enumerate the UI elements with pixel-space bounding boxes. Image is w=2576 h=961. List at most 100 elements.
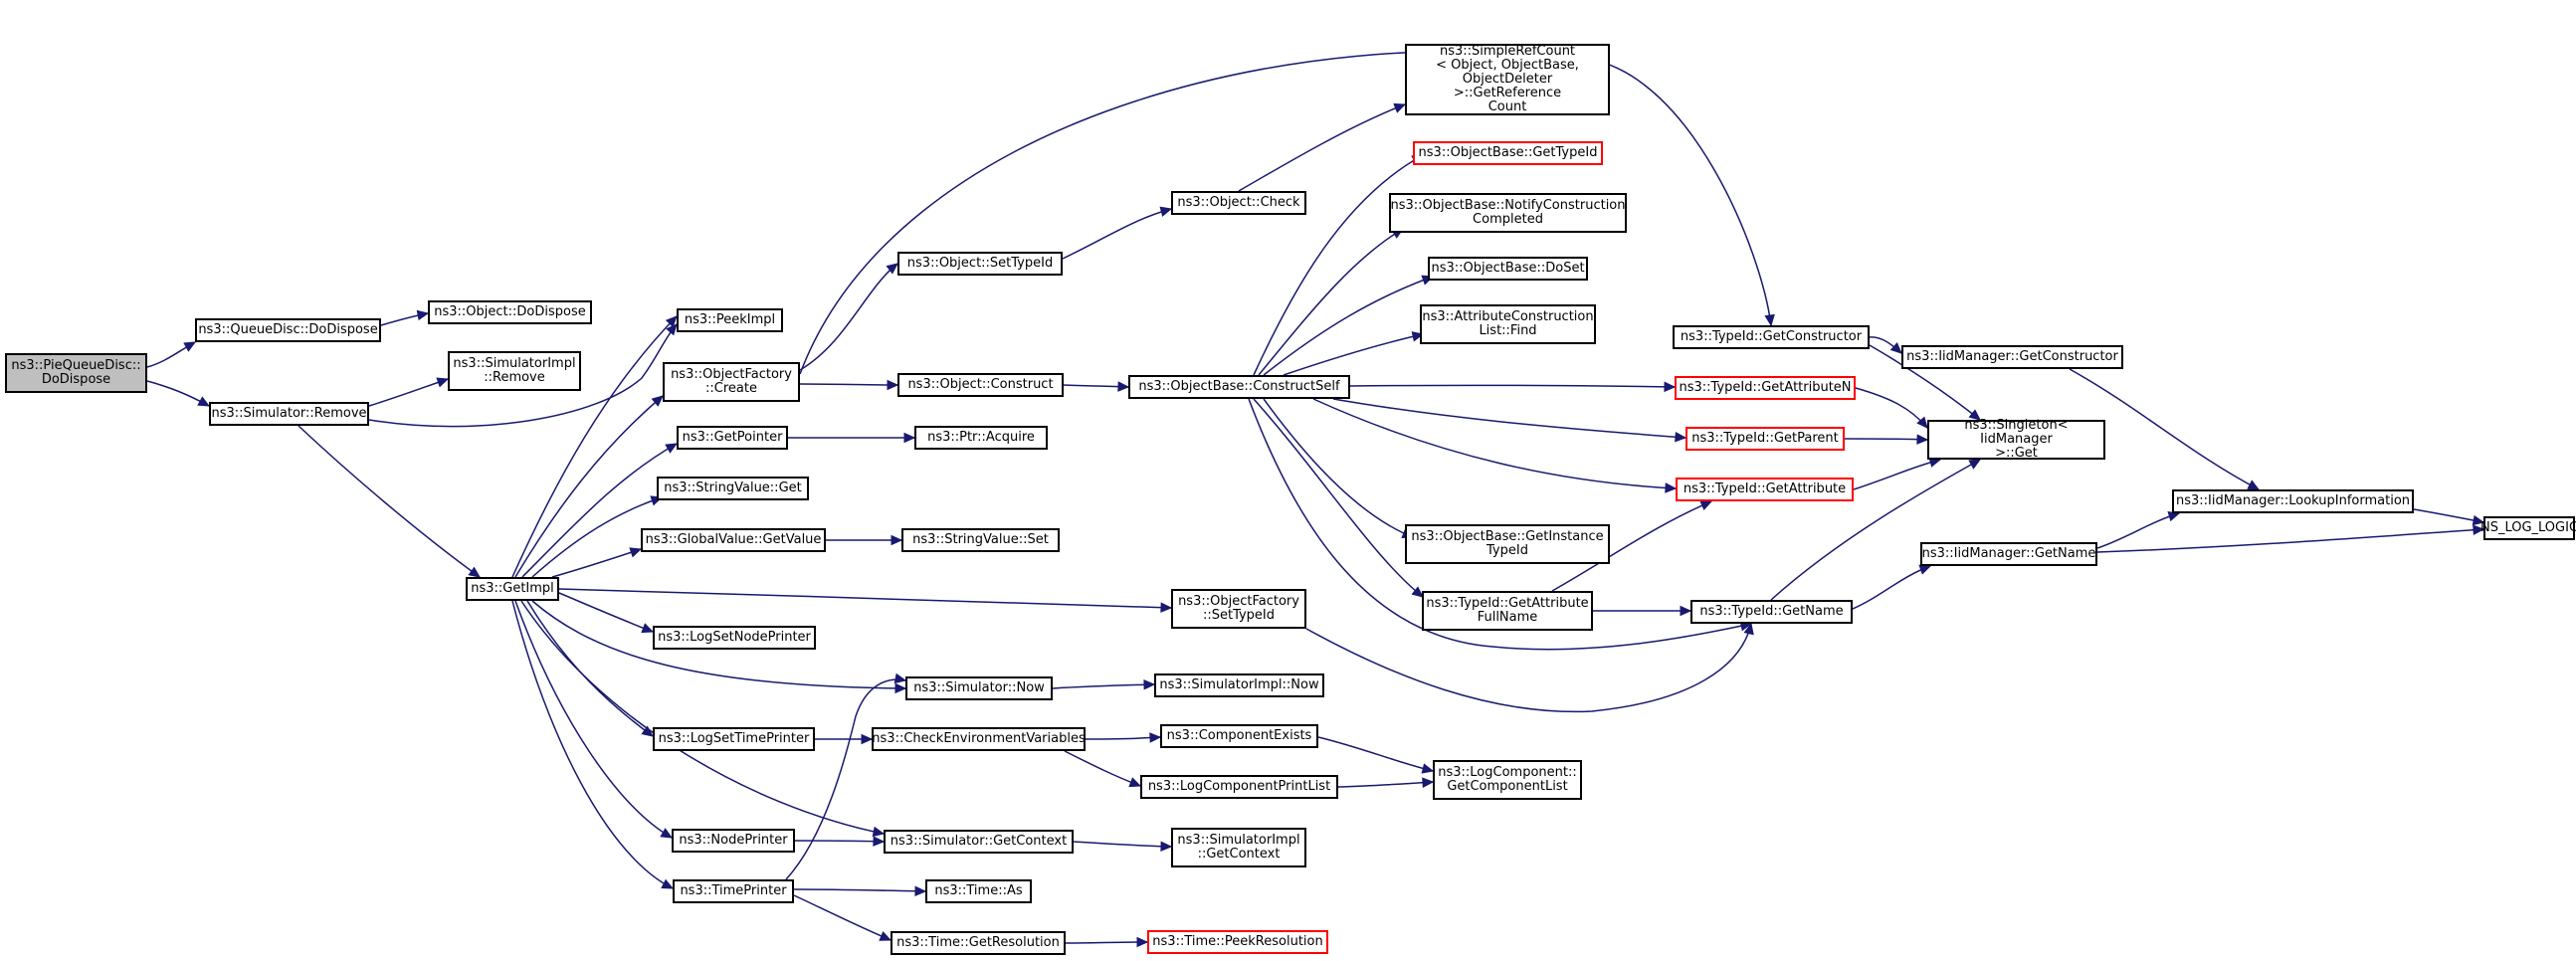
node-stringvalue-get[interactable]: ns3::StringValue::Get [657,477,809,500]
node-ptr-acquire[interactable]: ns3::Ptr::Acquire [914,426,1048,450]
node-time-as[interactable]: ns3::Time::As [925,879,1032,903]
node-object-check[interactable]: ns3::Object::Check [1171,191,1306,215]
node-objectfactory-create[interactable]: ns3::ObjectFactory ::Create [663,362,800,402]
call-edge-e13 [531,600,906,689]
node-queuedisc-dodispose[interactable]: ns3::QueueDisc::DoDispose [195,318,381,342]
call-edge-e9 [521,443,678,578]
node-object-settypeid[interactable]: ns3::Object::SetTypeId [897,252,1063,276]
node-checkenvironmentvariables[interactable]: ns3::CheckEnvironmentVariables [872,727,1086,751]
call-edge-e24 [1062,208,1172,260]
node-getpointer[interactable]: ns3::GetPointer [677,426,788,450]
node-logcomponentprintlist[interactable]: ns3::LogComponentPrintList [1140,775,1338,799]
node-object-dodispose[interactable]: ns3::Object::DoDispose [428,300,592,324]
arrowhead-e38 [1699,500,1713,511]
node-simplerefcount-getreferencecount[interactable]: ns3::SimpleRefCount < Object, ObjectBase… [1405,44,1610,115]
node-typeid-getparent[interactable]: ns3::TypeId::GetParent [1685,427,1845,451]
node-nodeprinter[interactable]: ns3::NodePrinter [672,829,795,853]
call-edge-e55 [1844,438,1928,441]
call-edge-e62 [2413,508,2484,523]
call-edge-e16 [514,600,673,839]
call-edge-e42 [1064,750,1141,787]
call-edge-e56 [1853,459,1941,490]
call-edge-e18 [558,588,1172,609]
arrowhead-e12 [641,623,655,634]
node-typeid-getattribute[interactable]: ns3::TypeId::GetAttribute [1676,478,1854,501]
call-edge-e20 [799,383,898,386]
call-edge-e60 [2096,512,2180,549]
node-componentexists[interactable]: ns3::ComponentExists [1160,724,1318,748]
call-edge-e53 [1869,344,1981,421]
arrowhead-e7 [665,315,678,328]
node-objectbase-doset[interactable]: ns3::ObjectBase::DoSet [1428,257,1588,281]
arrowhead-e39 [1743,622,1754,636]
node-typeid-getname[interactable]: ns3::TypeId::GetName [1690,600,1853,624]
arrowhead-e25 [1393,102,1407,113]
call-edge-e33 [1312,398,1677,489]
node-logsetnodeprinter[interactable]: ns3::LogSetNodePrinter [653,626,816,650]
call-edge-e59 [2069,368,2260,490]
arrowhead-e17 [661,878,675,889]
node-globalvalue-getvalue[interactable]: ns3::GlobalValue::GetValue [641,528,826,552]
node-getimpl[interactable]: ns3::GetImpl [466,577,559,601]
call-edge-e12 [558,592,654,633]
arrowhead-e46 [1160,841,1173,852]
node-simulator-getcontext[interactable]: ns3::Simulator::GetContext [884,830,1074,854]
node-simulatorimpl-now[interactable]: ns3::SimulatorImpl::Now [1154,673,1324,697]
node-typeid-getattributen[interactable]: ns3::TypeId::GetAttributeN [1675,376,1856,400]
node-time-peekresolution[interactable]: ns3::Time::PeekResolution [1147,930,1328,954]
node-iidmanager-getname[interactable]: ns3::IidManager::GetName [1920,542,2097,566]
node-objectbase-notifyconstructioncompleted[interactable]: ns3::ObjectBase::NotifyConstruction Comp… [1389,193,1627,233]
arrowhead-e4 [436,377,450,388]
arrowhead-e62 [2472,514,2485,526]
call-edge-e40 [1052,683,1155,689]
arrowhead-e31 [1664,381,1677,393]
node-objectbase-getinstancetypeid[interactable]: ns3::ObjectBase::GetInstance TypeId [1405,524,1610,564]
arrowhead-e24 [1159,206,1173,217]
node-attributeconstructionlist-find[interactable]: ns3::AttributeConstruction List::Find [1420,304,1596,344]
node-timeprinter[interactable]: ns3::TimePrinter [673,879,794,903]
node-simulatorimpl-getcontext[interactable]: ns3::SimulatorImpl ::GetContext [1171,828,1306,867]
node-simulator-now[interactable]: ns3::Simulator::Now [905,676,1053,700]
node-iidmanager-getconstructor[interactable]: ns3::IidManager::GetConstructor [1901,345,2123,369]
node-stringvalue-set[interactable]: ns3::StringValue::Set [901,528,1060,552]
node-typeid-getconstructor[interactable]: ns3::TypeId::GetConstructor [1673,325,1870,349]
node-time-getresolution[interactable]: ns3::Time::GetResolution [891,931,1066,955]
arrowhead-e52 [1889,342,1902,354]
node-peekimpl[interactable]: ns3::PeekImpl [677,308,783,332]
node-simulatorimpl-remove[interactable]: ns3::SimulatorImpl ::Remove [448,351,581,391]
node-pie-queue-disc-dodispose: ns3::PieQueueDisc:: DoDispose [5,353,147,393]
node-objectfactory-settypeid[interactable]: ns3::ObjectFactory ::SetTypeId [1171,589,1306,629]
node-iidmanager-lookupinformation[interactable]: ns3::IidManager::LookupInformation [2172,489,2414,513]
arrowhead-e37 [1680,605,1692,617]
node-object-construct[interactable]: ns3::Object::Construct [897,373,1064,397]
call-edge-e10 [531,496,663,578]
arrowhead-e11 [629,547,643,558]
node-objectbase-gettypeid[interactable]: ns3::ObjectBase::GetTypeId [1413,141,1603,165]
call-edge-e49 [1065,941,1148,944]
node-typeid-getattributefullname[interactable]: ns3::TypeId::GetAttribute FullName [1422,591,1593,631]
arrowhead-e50 [861,733,874,745]
call-edge-e8 [514,395,664,578]
arrowhead-e43 [1421,763,1435,774]
arrowhead-e47 [914,885,927,897]
call-edge-e19 [799,263,898,371]
node-logsettimeprinter[interactable]: ns3::LogSetTimePrinter [653,727,815,751]
call-edge-e43 [1317,736,1434,772]
call-edge-e38 [1551,500,1712,592]
node-singleton-iidmanager-get[interactable]: ns3::Singleton< IidManager >::Get [1927,419,2105,461]
node-simulator-remove[interactable]: ns3::Simulator::Remove [209,402,369,426]
arrowhead-e15 [872,826,886,838]
arrowhead-e26 [1117,381,1130,392]
call-edge-e47 [793,888,926,892]
call-edge-e27 [1253,154,1424,376]
call-edge-e28 [1258,228,1404,376]
node-logcomponent-getcomponentlist[interactable]: ns3::LogComponent:: GetComponentList [1433,760,1582,800]
call-edge-e48 [793,894,892,941]
call-edge-e31 [1349,384,1676,388]
arrowhead-e40 [1143,678,1156,690]
arrowhead-e5 [468,566,481,578]
call-edge-e34 [1263,398,1414,538]
node-objectbase-constructself[interactable]: ns3::ObjectBase::ConstructSelf [1128,375,1350,399]
arrowhead-e1 [183,341,197,352]
node-ns-log-logic[interactable]: NS_LOG_LOGIC [2480,516,2576,540]
